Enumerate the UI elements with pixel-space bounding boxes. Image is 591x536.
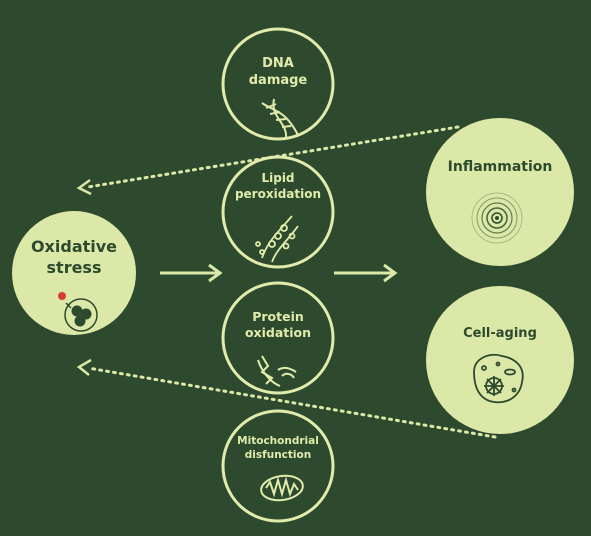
cell-aging-label: Cell-aging [463, 326, 537, 341]
feedback-arrow-cell-aging [76, 358, 497, 439]
inflammation-label: Inflammation [447, 159, 553, 175]
feedback-arrow-inflammation [76, 125, 460, 196]
cell-icon [473, 353, 524, 404]
mitochondrial-disfunction-node [221, 409, 335, 523]
arrow-effects-to-outcomes [334, 263, 398, 283]
lipid-peroxidation-node [221, 155, 335, 269]
oxidative-stress-node [12, 211, 136, 335]
mitochondria-icon [260, 474, 304, 502]
dna-damage-label: DNA damage [248, 56, 308, 88]
protein-oxidation-label: Protein oxidation [244, 309, 312, 341]
arrow-stress-to-effects [160, 263, 223, 283]
molecule-icon [58, 292, 98, 332]
protein-strand-icon [257, 355, 297, 387]
protein-oxidation-node [221, 281, 335, 395]
concentric-rings-icon [471, 192, 523, 244]
lipid-peroxidation-label: Lipid peroxidation [234, 171, 322, 201]
cell-aging-node [426, 286, 574, 434]
dna-icon [261, 98, 299, 140]
oxidative-stress-label: Oxidative stress [30, 237, 118, 277]
inflammation-node [426, 118, 574, 266]
mitochondrial-disfunction-label: Mitochondrial disfunction [237, 435, 319, 461]
dna-damage-node [221, 27, 335, 141]
lipid-membrane-icon [255, 215, 299, 263]
